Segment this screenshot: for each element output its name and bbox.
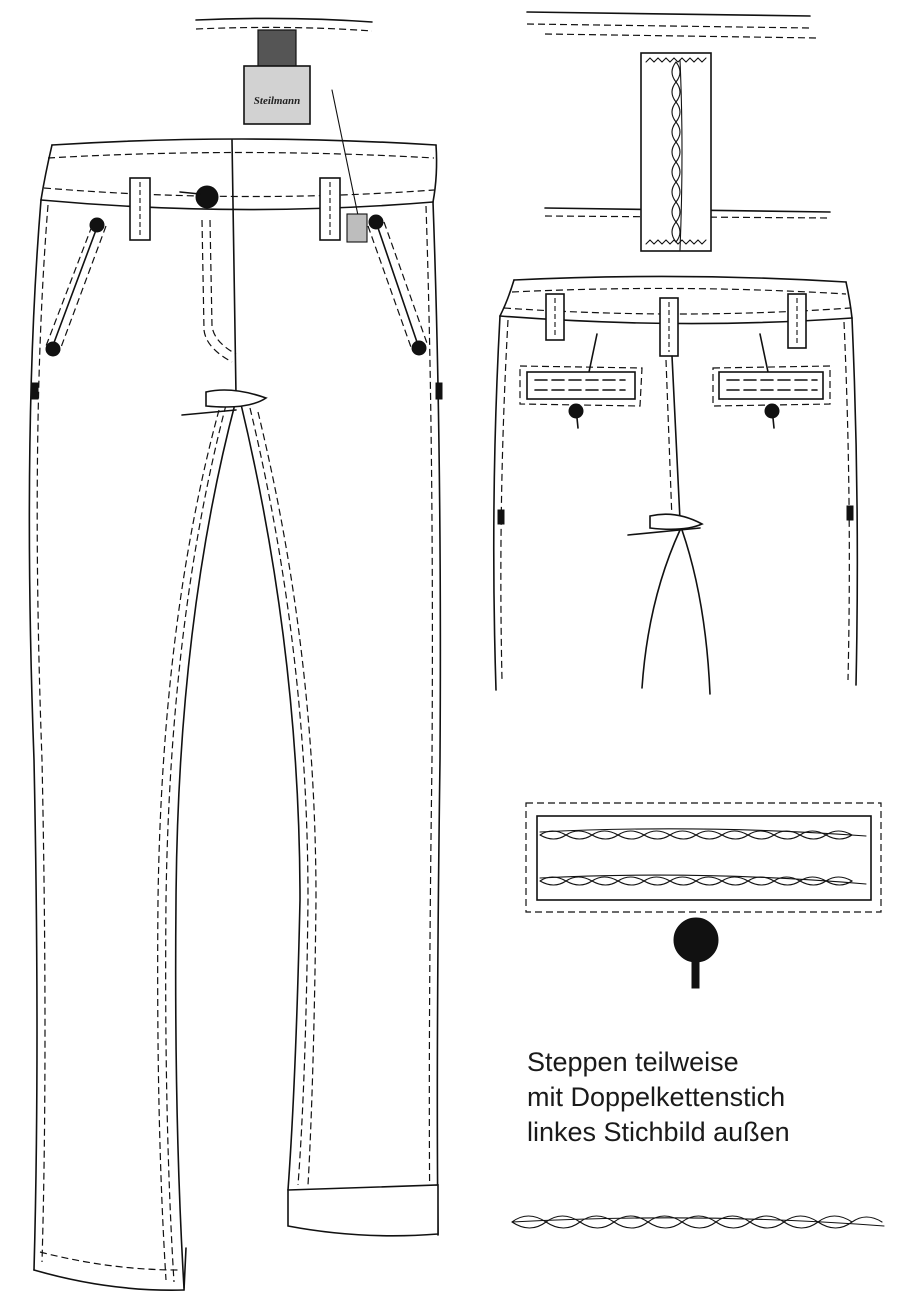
stitch-sample <box>511 1215 885 1229</box>
stitch-note-line-2: mit Doppelkettenstich <box>527 1082 786 1112</box>
stitch-note-line-1: Steppen teilweise <box>527 1047 739 1077</box>
brand-label-text: Steilmann <box>253 95 301 107</box>
stitch-note-line-3: linkes Stichbild außen <box>527 1117 790 1147</box>
stitch-note: Steppen teilweise mit Doppelkettenstich … <box>527 1045 887 1150</box>
label-detail <box>195 17 373 125</box>
flap-detail <box>525 802 882 989</box>
hang-tag <box>346 213 368 243</box>
brand-label <box>243 65 311 125</box>
back-view <box>492 275 859 695</box>
stitch-strip-detail <box>526 11 831 252</box>
front-view <box>28 89 443 1291</box>
